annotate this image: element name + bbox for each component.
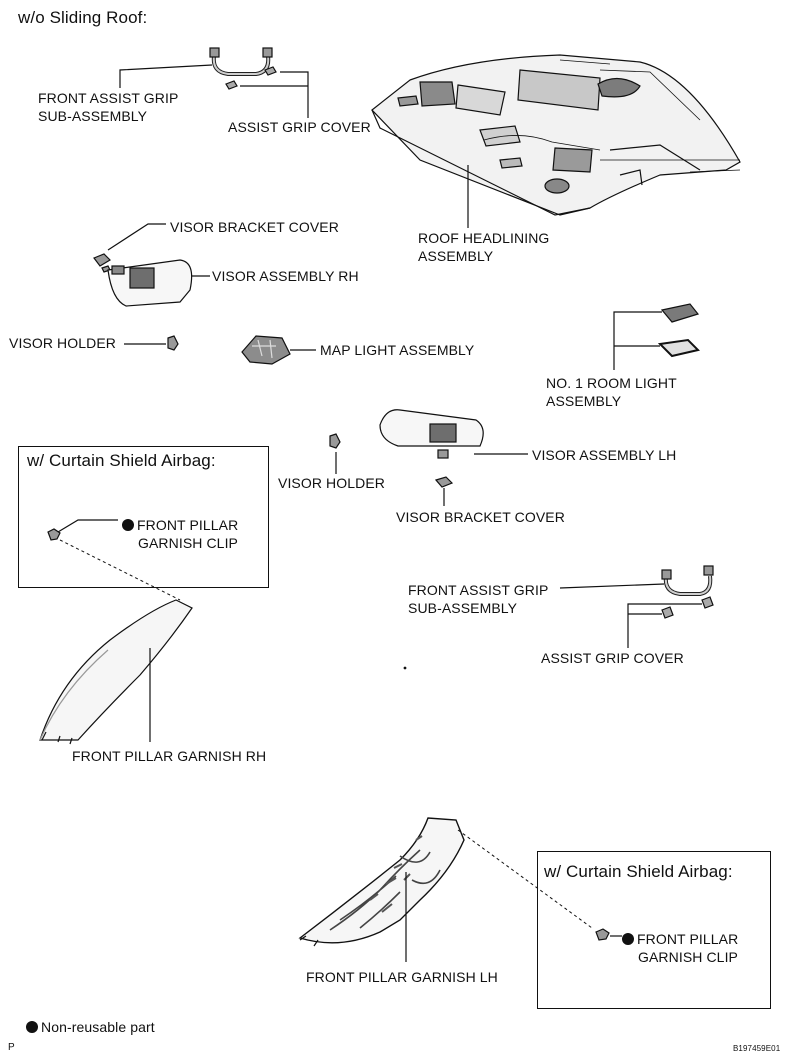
front-pillar-garnish-rh-part (39, 599, 193, 745)
visor-bracket-cover-top-leader (107, 223, 166, 251)
front-pillar-garnish-lh-part (298, 817, 465, 947)
airbag-header-bottom: w/ Curtain Shield Airbag: (544, 862, 733, 881)
front-assist-grip-top-label-1: FRONT ASSIST GRIP (38, 90, 179, 106)
airbag-box-bottom (537, 851, 771, 1009)
visor-bracket-cover-top-label: VISOR BRACKET COVER (170, 219, 339, 235)
room-light-part (657, 303, 700, 358)
assist-grip-cover-right-leader (627, 603, 702, 648)
room-light-leader (613, 311, 662, 370)
visor-bracket-cover-mid-label: VISOR BRACKET COVER (396, 509, 565, 525)
non-reusable-dot (622, 933, 634, 945)
pillar-clip-top-label-1: FRONT PILLAR (122, 516, 238, 534)
map-light-label: MAP LIGHT ASSEMBLY (320, 342, 475, 358)
pillar-clip-top-dashline (59, 539, 181, 601)
room-light-label-1: NO. 1 ROOM LIGHT (546, 375, 677, 391)
airbag-header-top: w/ Curtain Shield Airbag: (27, 451, 216, 470)
room-light-label-2: ASSEMBLY (546, 393, 622, 409)
roof-headlining-label-2: ASSEMBLY (418, 248, 494, 264)
map-light-part (241, 335, 291, 365)
front-assist-grip-right-label-1: FRONT ASSIST GRIP (408, 582, 549, 598)
assist-grip-top-leader (119, 64, 213, 88)
pillar-clip-bottom-text-1: FRONT PILLAR (637, 931, 739, 947)
visor-assembly-lh-label: VISOR ASSEMBLY LH (532, 447, 677, 463)
pillar-clip-bottom-dashline (457, 829, 593, 929)
roof-headlining-label-1: ROOF HEADLINING (418, 230, 550, 246)
visor-bracket-cover-mid-part (434, 476, 454, 488)
front-assist-grip-right-part (661, 565, 714, 596)
assist-grip-cover-right-part (661, 596, 714, 619)
non-reusable-dot (122, 519, 134, 531)
visor-holder-left-part (167, 335, 179, 351)
pillar-clip-top-label-2: GARNISH CLIP (138, 535, 238, 551)
airbag-box-top (18, 446, 269, 588)
pillar-clip-bottom-label-1: FRONT PILLAR (622, 930, 738, 948)
assist-grip-cover-top-label: ASSIST GRIP COVER (228, 119, 371, 135)
visor-bracket-cover-top-part (93, 253, 111, 273)
legend-non-reusable: Non-reusable part (26, 1018, 155, 1036)
assist-grip-cover-right-label: ASSIST GRIP COVER (541, 650, 684, 666)
legend-non-reusable-text: Non-reusable part (41, 1019, 155, 1035)
visor-assembly-lh-part (379, 409, 484, 459)
pillar-clip-top-text-1: FRONT PILLAR (137, 517, 239, 533)
front-assist-grip-right-label-2: SUB-ASSEMBLY (408, 600, 518, 616)
assist-grip-cover-top-leader (240, 71, 309, 118)
front-assist-grip-top-part (209, 47, 273, 76)
visor-holder-left-label: VISOR HOLDER (9, 335, 116, 351)
front-pillar-garnish-rh-label: FRONT PILLAR GARNISH RH (72, 748, 267, 764)
front-assist-grip-right-leader (559, 583, 665, 589)
assist-grip-cover-top-part (225, 66, 277, 90)
visor-holder-mid-part (329, 433, 341, 449)
visor-assembly-rh-label: VISOR ASSEMBLY RH (212, 268, 359, 284)
roof-headlining-part (371, 54, 741, 216)
pillar-clip-top-part (47, 528, 61, 541)
visor-holder-mid-label: VISOR HOLDER (278, 475, 385, 491)
pillar-clip-bottom-label-2: GARNISH CLIP (638, 949, 738, 965)
sliding-roof-header: w/o Sliding Roof: (18, 8, 148, 27)
front-pillar-garnish-lh-label: FRONT PILLAR GARNISH LH (306, 969, 498, 985)
non-reusable-dot (26, 1021, 38, 1033)
visor-assembly-rh-part (107, 259, 193, 307)
pillar-clip-top-leader (57, 519, 118, 533)
front-assist-grip-top-label-2: SUB-ASSEMBLY (38, 108, 148, 124)
page-mark: P (8, 1042, 15, 1053)
pillar-clip-bottom-part (595, 928, 610, 941)
figure-code: B197459E01 (733, 1044, 781, 1053)
